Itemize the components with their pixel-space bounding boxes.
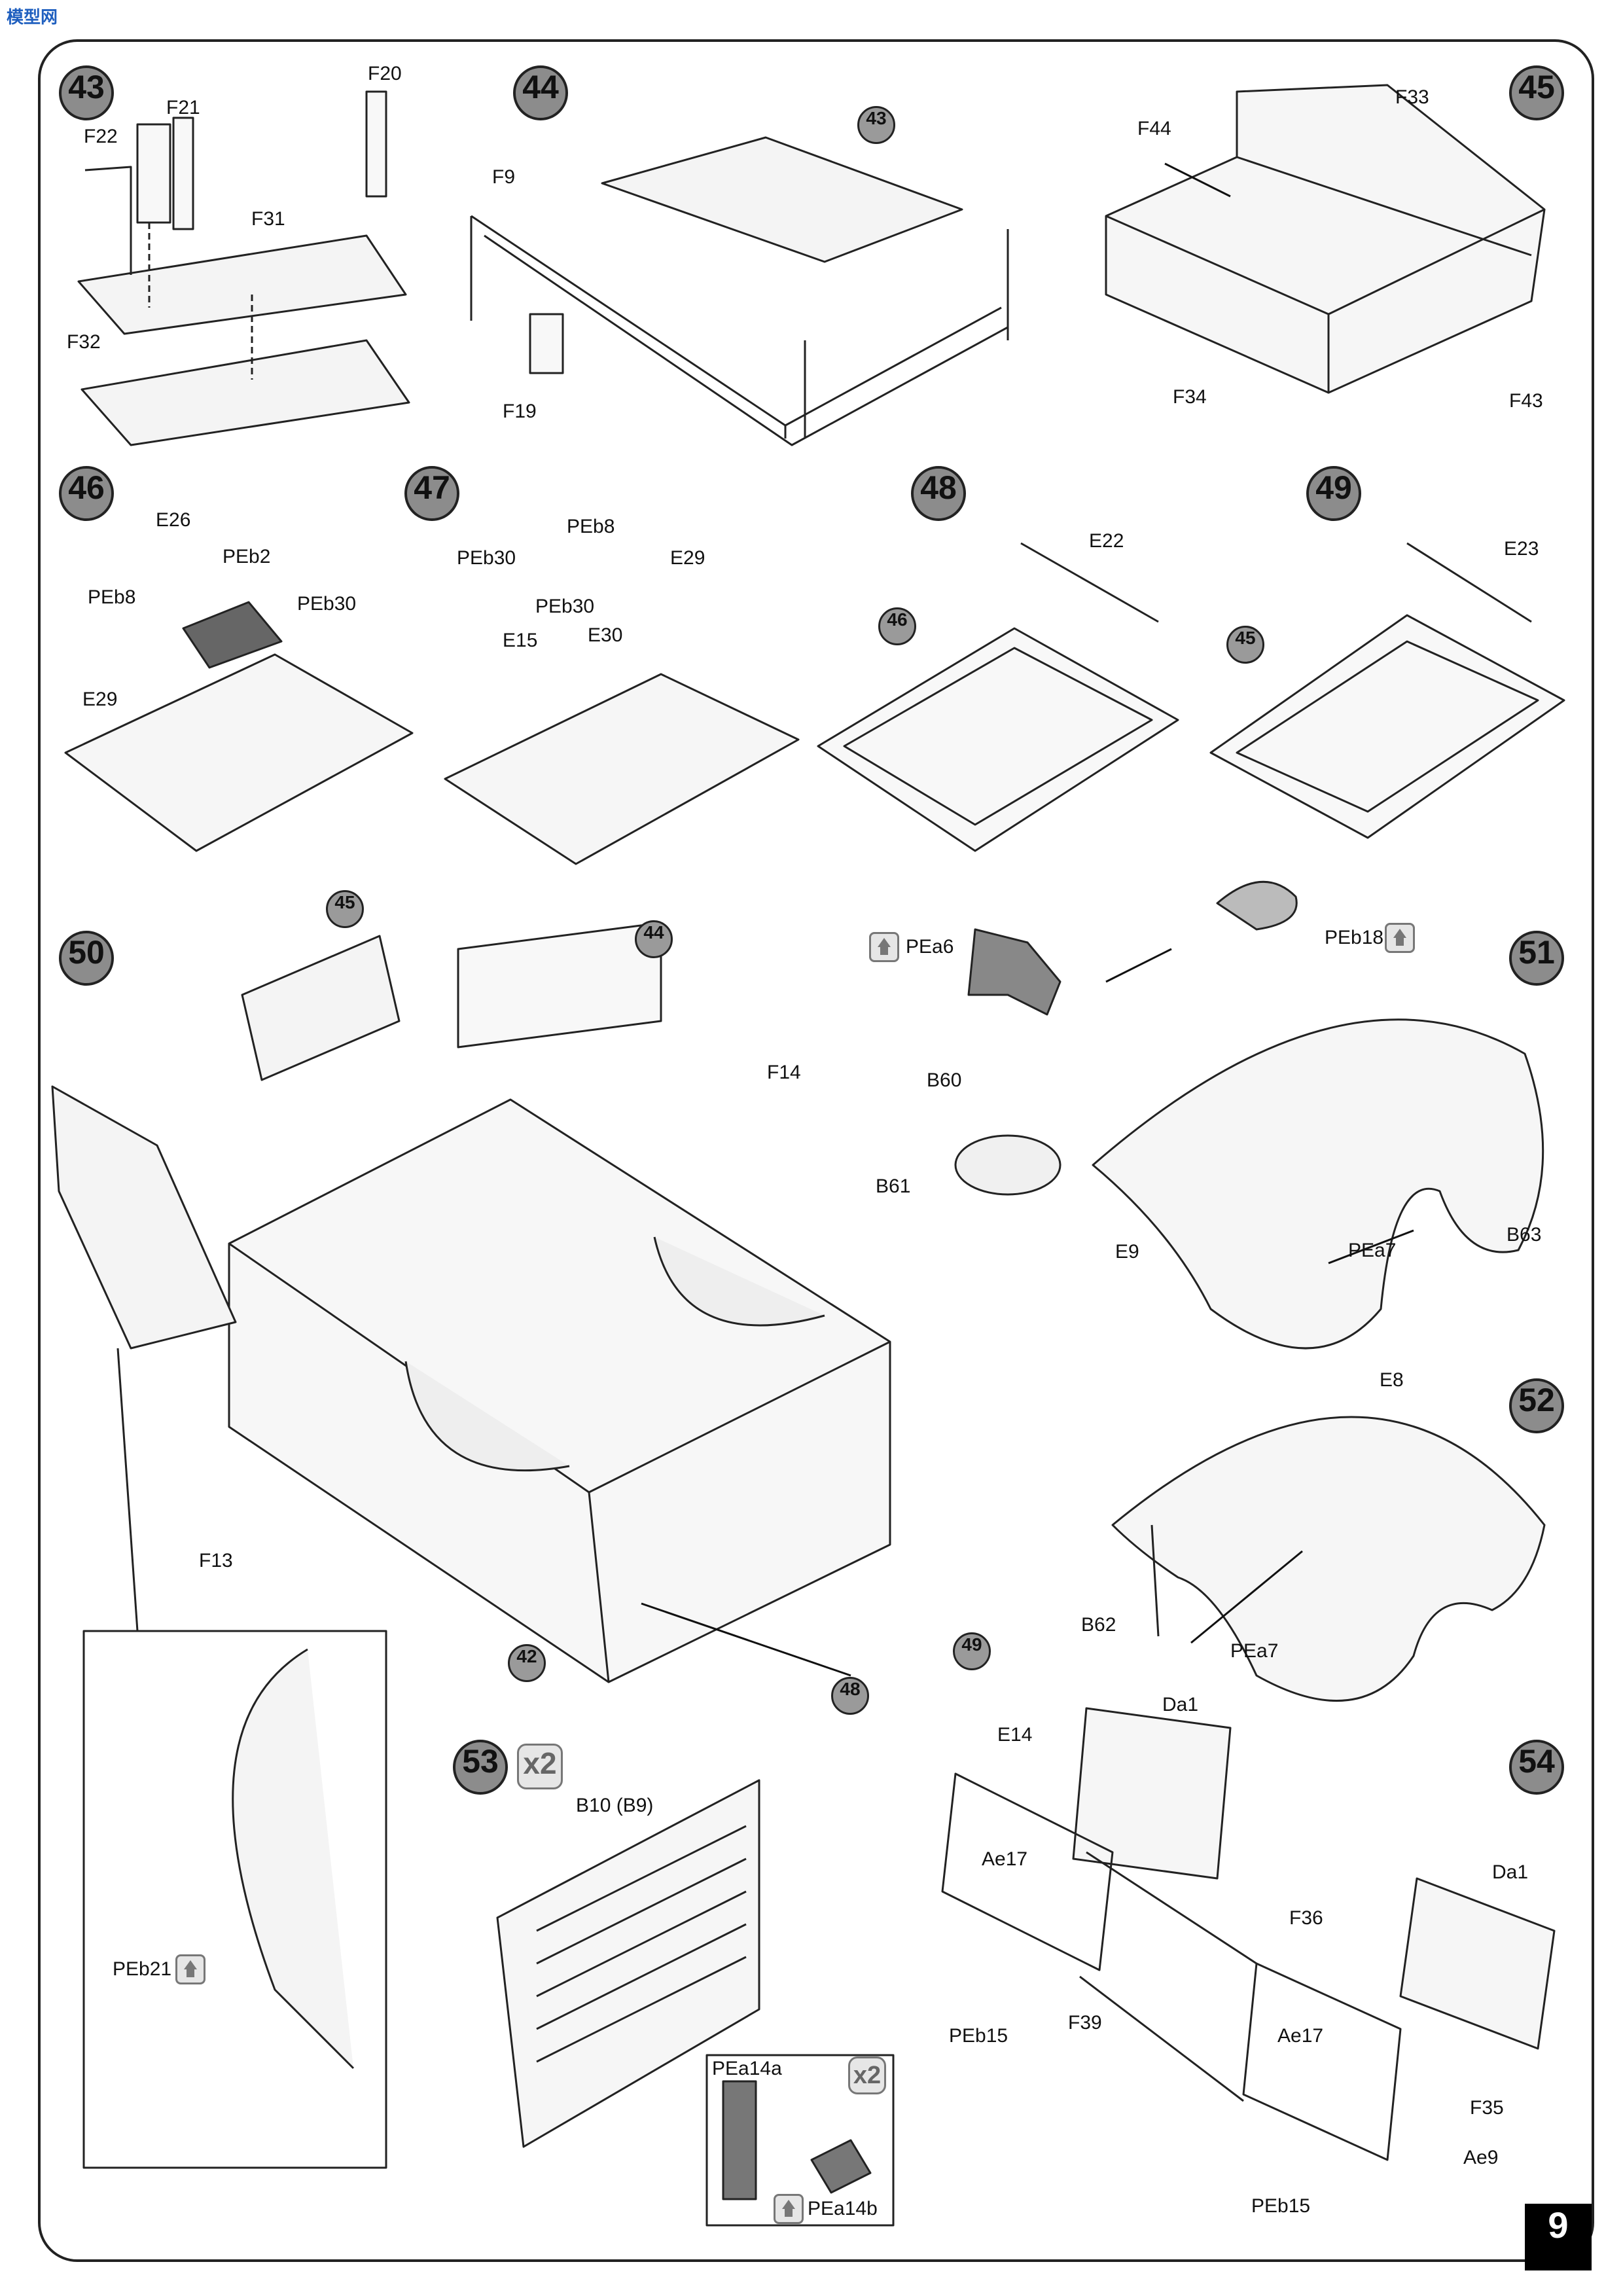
reference-step-badge: 48 — [831, 1677, 869, 1715]
photo-etch-icon — [1385, 923, 1415, 953]
part-label: F34 — [1173, 386, 1207, 408]
part-label: E15 — [503, 630, 538, 651]
part-label: PEb21 — [113, 1958, 172, 1980]
part-label: PEa6 — [906, 936, 954, 958]
step-number-badge: 49 — [1306, 466, 1361, 521]
step-45-drawing — [1105, 84, 1546, 394]
part-label: F35 — [1470, 2097, 1504, 2119]
reference-step-badge: 46 — [878, 607, 916, 645]
part-label: E26 — [156, 509, 191, 531]
part-label: PEb8 — [567, 516, 615, 537]
part-label: PEb18 — [1325, 927, 1384, 948]
part-label: F14 — [767, 1062, 801, 1083]
part-label: E29 — [82, 689, 118, 710]
part-label: PEa7 — [1348, 1240, 1397, 1261]
step-54-drawing — [941, 1707, 1556, 2161]
part-label: F13 — [199, 1550, 233, 1571]
part-label: PEb30 — [297, 593, 357, 615]
step-53-drawing — [496, 1779, 895, 2227]
page-number: 9 — [1525, 2204, 1592, 2270]
part-label: E23 — [1504, 538, 1539, 560]
part-label: F20 — [368, 63, 402, 84]
part-label: E22 — [1089, 530, 1124, 552]
multiplier-badge: x2 — [517, 1744, 563, 1789]
part-label: Ae17 — [1277, 2025, 1324, 2047]
part-label: PEb30 — [535, 596, 595, 617]
part-label: E9 — [1115, 1241, 1139, 1263]
step-number-badge: 45 — [1509, 65, 1564, 120]
step-number-badge: 51 — [1509, 931, 1564, 986]
part-label: Da1 — [1492, 1861, 1529, 1883]
step-number-badge: 43 — [59, 65, 114, 120]
photo-etch-icon — [175, 1954, 205, 1984]
assembly-arrows — [641, 162, 1414, 1677]
step-49-drawing — [1209, 542, 1565, 839]
part-label: B62 — [1081, 1614, 1116, 1636]
step-number-badge: 44 — [513, 65, 568, 120]
part-label: F21 — [166, 97, 200, 118]
step-number-badge: 54 — [1509, 1740, 1564, 1795]
reference-step-badge: 43 — [857, 106, 895, 144]
step-43-drawing — [77, 90, 410, 446]
reference-step-badge: 42 — [508, 1644, 546, 1682]
multiplier-badge: x2 — [848, 2056, 886, 2094]
part-label: PEa14a — [712, 2058, 782, 2079]
part-label: F22 — [84, 126, 118, 147]
part-label: PEa14b — [808, 2198, 878, 2219]
part-label: F33 — [1395, 86, 1429, 108]
part-label: F19 — [503, 401, 537, 422]
part-label: F9 — [492, 166, 516, 188]
part-label: PEb30 — [457, 547, 516, 569]
part-label: E29 — [670, 547, 705, 569]
part-label: F36 — [1289, 1907, 1323, 1929]
part-label: F31 — [251, 208, 285, 230]
step-51-drawing — [954, 880, 1544, 1350]
part-label: F39 — [1068, 2012, 1102, 2034]
part-label: B60 — [927, 1069, 962, 1091]
part-label: E8 — [1380, 1369, 1404, 1391]
photo-etch-icon — [774, 2194, 804, 2224]
step-48-drawing — [817, 542, 1179, 852]
part-label: PEb2 — [223, 546, 271, 567]
photo-etch-icon — [869, 932, 899, 962]
step-46-drawing — [64, 601, 414, 852]
reference-step-badge: 45 — [326, 890, 364, 928]
part-label: Ae9 — [1463, 2147, 1499, 2168]
reference-step-badge: 49 — [953, 1632, 991, 1670]
step-50-drawing — [51, 922, 891, 1683]
step-number-badge: 50 — [59, 931, 114, 986]
step-47-drawing — [444, 673, 800, 865]
part-label: E30 — [588, 624, 623, 646]
part-label: F44 — [1137, 118, 1171, 139]
step-50-inset-frame — [82, 1630, 387, 2169]
step-number-badge: 52 — [1509, 1378, 1564, 1433]
part-label: PEa7 — [1230, 1640, 1279, 1662]
part-label: B10 (B9) — [576, 1795, 654, 1816]
part-label: B61 — [876, 1175, 911, 1197]
part-label: PEb8 — [88, 586, 136, 608]
corner-watermark: 模型网 — [7, 7, 58, 27]
part-label: PEb15 — [949, 2025, 1008, 2047]
part-label: B63 — [1507, 1224, 1542, 1246]
part-label: Da1 — [1162, 1694, 1199, 1715]
part-label: E14 — [997, 1724, 1033, 1746]
reference-step-badge: 44 — [635, 920, 673, 958]
step-44-drawing — [470, 136, 1009, 446]
part-label: PEb15 — [1251, 2195, 1311, 2217]
reference-step-badge: 45 — [1226, 626, 1264, 664]
part-label: F32 — [67, 331, 101, 353]
part-label: Ae17 — [982, 1848, 1028, 1870]
step-number-badge: 47 — [404, 466, 459, 521]
step-number-badge: 46 — [59, 466, 114, 521]
step-number-badge: 53 — [453, 1740, 508, 1795]
step-number-badge: 48 — [911, 466, 966, 521]
part-label: F43 — [1509, 390, 1543, 412]
step-52-drawing — [1111, 1416, 1546, 1702]
